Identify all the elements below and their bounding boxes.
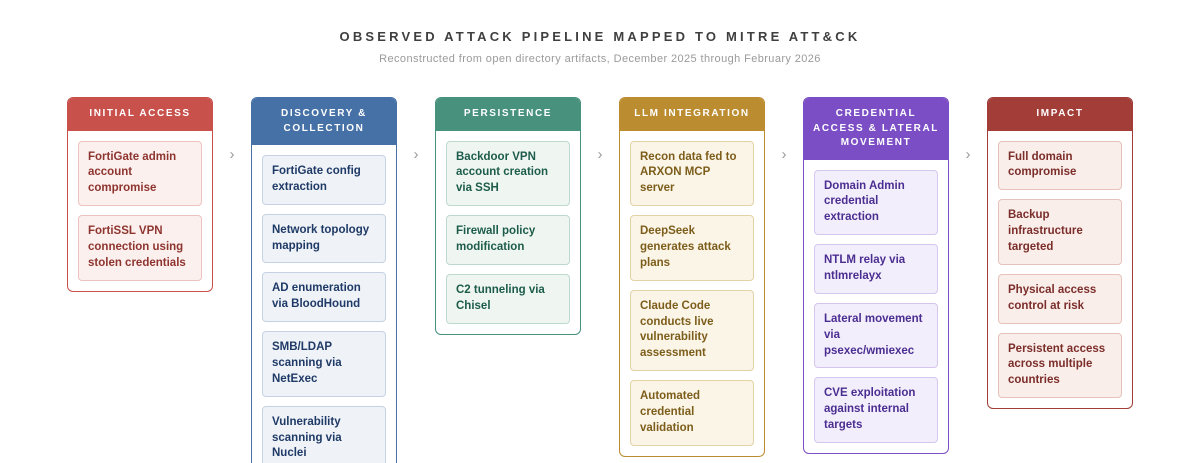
stage-body: Full domain compromise Backup infrastruc… <box>988 131 1132 409</box>
stage-label: INITIAL ACCESS <box>89 108 191 119</box>
pipeline-step-card: SMB/LDAP scanning via NetExec <box>262 331 386 397</box>
stage-header: CREDENTIAL ACCESS & LATERAL MOVEMENT <box>804 98 948 160</box>
stage-credential-access-lateral-movement: CREDENTIAL ACCESS & LATERAL MOVEMENT Dom… <box>803 97 949 454</box>
stage-discovery-collection: DISCOVERY & COLLECTION FortiGate config … <box>251 97 397 463</box>
titlebar: OBSERVED ATTACK PIPELINE MAPPED TO MITRE… <box>0 0 1200 65</box>
stage-label: CREDENTIAL ACCESS & LATERAL MOVEMENT <box>813 108 939 148</box>
pipeline-step-card: Automated credential validation <box>630 380 754 446</box>
pipeline-step-card: FortiGate admin account compromise <box>78 140 202 207</box>
pipeline-step-card: Backup infrastructure targeted <box>998 199 1122 265</box>
page-subtitle: Reconstructed from open directory artifa… <box>379 53 821 65</box>
stage-label: DISCOVERY & COLLECTION <box>281 108 367 134</box>
pipeline-step-card: Lateral movement via psexec/wmiexec <box>814 302 938 369</box>
pipeline-step-card: Domain Admin credential extraction <box>814 169 938 236</box>
pipeline-step-card: DeepSeek generates attack plans <box>630 215 754 281</box>
stage-header: IMPACT <box>988 98 1132 131</box>
pipeline-step-card: FortiGate config extraction <box>262 155 386 205</box>
stage-label: LLM INTEGRATION <box>634 108 750 119</box>
stage-persistence: PERSISTENCE Backdoor VPN account creatio… <box>435 97 581 335</box>
stage-body: Backdoor VPN account creation via SSH Fi… <box>436 131 580 334</box>
pipeline-step-card: Full domain compromise <box>998 140 1122 191</box>
chevron-right-icon: › <box>781 146 787 163</box>
stage-label: PERSISTENCE <box>463 108 553 119</box>
stage-body: FortiGate config extraction Network topo… <box>252 145 396 463</box>
stage-header: DISCOVERY & COLLECTION <box>252 98 396 145</box>
pipeline-step-card: C2 tunneling via Chisel <box>446 273 570 324</box>
pipeline-step-card: Recon data fed to ARXON MCP server <box>630 140 754 207</box>
stage-impact: IMPACT Full domain compromise Backup inf… <box>987 97 1133 410</box>
chevron-right-icon: › <box>597 146 603 163</box>
pipeline-row: INITIAL ACCESS FortiGate admin account c… <box>0 97 1200 463</box>
pipeline-step-card: Physical access control at risk <box>998 273 1122 324</box>
stage-header: PERSISTENCE <box>436 98 580 131</box>
pipeline-step-card: Firewall policy modification <box>446 215 570 265</box>
pipeline-step-card: Persistent access across multiple countr… <box>998 332 1122 399</box>
pipeline-step-card: Network topology mapping <box>262 213 386 264</box>
stage-initial-access: INITIAL ACCESS FortiGate admin account c… <box>67 97 213 292</box>
chevron-right-icon: › <box>229 146 235 163</box>
pipeline-step-card: FortiSSL VPN connection using stolen cre… <box>78 215 202 281</box>
chevron-right-icon: › <box>965 146 971 163</box>
stage-label: IMPACT <box>1036 108 1084 119</box>
stage-header: INITIAL ACCESS <box>68 98 212 131</box>
pipeline-step-card: Backdoor VPN account creation via SSH <box>446 140 570 207</box>
stage-body: Domain Admin credential extraction NTLM … <box>804 160 948 453</box>
pipeline-step-card: AD enumeration via BloodHound <box>262 272 386 323</box>
chevron-right-icon: › <box>413 146 419 163</box>
stage-body: FortiGate admin account compromise Forti… <box>68 131 212 291</box>
pipeline-step-card: Vulnerability scanning via Nuclei <box>262 405 386 463</box>
page-title: OBSERVED ATTACK PIPELINE MAPPED TO MITRE… <box>339 29 861 44</box>
pipeline-step-card: CVE exploitation against internal target… <box>814 377 938 443</box>
pipeline-step-card: Claude Code conducts live vulnerability … <box>630 289 754 372</box>
stage-header: LLM INTEGRATION <box>620 98 764 131</box>
pipeline-step-card: NTLM relay via ntlmrelayx <box>814 244 938 294</box>
stage-body: Recon data fed to ARXON MCP server DeepS… <box>620 131 764 456</box>
stage-llm-integration: LLM INTEGRATION Recon data fed to ARXON … <box>619 97 765 457</box>
